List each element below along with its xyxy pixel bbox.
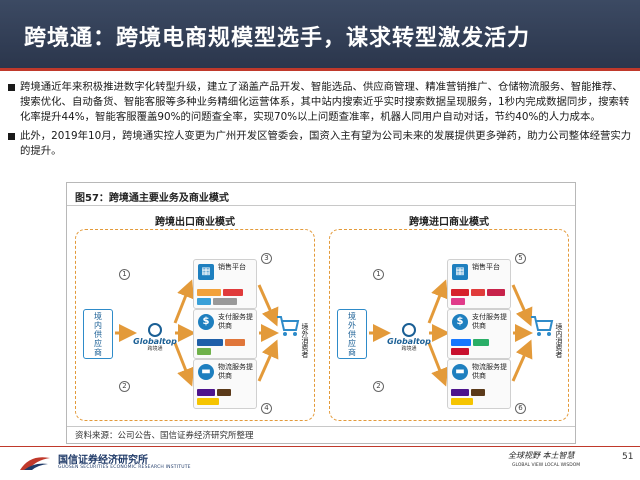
bullet-item-1: 跨境通近年来积极推进数字化转型升级，建立了涵盖产品开发、智能选品、供应商管理、精… <box>6 80 632 125</box>
globaltop-logo-icon <box>147 323 162 337</box>
bullet-square-icon <box>8 133 15 140</box>
footer-organization-en: GUOSEN SECURITIES ECONOMIC RESEARCH INST… <box>58 465 191 470</box>
bullet-item-2: 此外，2019年10月，跨境通实控人变更为广州开发区管委会，国资入主有望为公司未… <box>6 129 632 159</box>
brand-logo-paypal <box>197 339 223 346</box>
figure-source: 资料来源：公司公告、国信证券经济研究所整理 <box>75 431 254 441</box>
platform-brand-logos <box>451 289 507 305</box>
title-bar: 跨境通：跨境电商规模型选手，谋求转型激发活力 <box>0 0 640 68</box>
logistics-provider-card: ▬ 物流服务提供商 <box>447 359 511 409</box>
brand-logo-worldfirst <box>197 348 211 355</box>
diagram-export: 跨境出口商业模式 境内供应商 Globaltop 跨境通 ▦ 销售平台 <box>75 213 315 423</box>
brand-logo-tmall <box>451 289 469 296</box>
brand-logo-zaful <box>213 298 237 305</box>
globaltop-logo: Globaltop 跨境通 <box>131 323 179 352</box>
diagram-import-title: 跨境进口商业模式 <box>409 217 489 228</box>
brand-logo-wish <box>197 298 211 305</box>
bullet-text-1: 跨境通近年来积极推进数字化转型升级，建立了涵盖产品开发、智能选品、供应商管理、精… <box>20 81 630 123</box>
sales-platform-card: ▦ 销售平台 <box>193 259 257 309</box>
footer-slogan: 全球视野 本土智慧 <box>508 451 575 460</box>
flow-loop <box>329 229 569 421</box>
dollar-icon: $ <box>198 314 214 330</box>
brand-logo-wechat <box>473 339 489 346</box>
consumer-label: 境外消费者 <box>301 323 309 358</box>
step-number: 6 <box>515 403 526 414</box>
guosen-logo-icon <box>20 457 50 470</box>
footer-rule <box>0 446 640 447</box>
sales-platform-label: 销售平台 <box>472 263 500 271</box>
shopping-cart-icon <box>531 316 554 336</box>
figure-frame: 图57：跨境通主要业务及商业模式 跨境出口商业模式 境内供应商 Globalto… <box>66 182 576 444</box>
globaltop-logo: Globaltop 跨境通 <box>385 323 433 352</box>
brand-logo-payoneer <box>225 339 245 346</box>
step-number: 3 <box>261 253 272 264</box>
sales-platform-label: 销售平台 <box>218 263 246 271</box>
supplier-label: 境内供应商 <box>93 311 103 357</box>
footer-organization: 国信证券经济研究所 <box>58 455 148 466</box>
brand-logo-dhl <box>197 398 219 405</box>
truck-icon: ▬ <box>198 364 214 380</box>
title-underline <box>0 68 640 71</box>
bullet-square-icon <box>8 84 15 91</box>
shop-icon: ▦ <box>198 264 214 280</box>
brand-logo-dhl <box>451 398 473 405</box>
payment-provider-label: 支付服务提供商 <box>218 313 253 330</box>
payment-provider-label: 支付服务提供商 <box>472 313 507 330</box>
logistics-provider-label: 物流服务提供商 <box>472 363 507 380</box>
step-number: 5 <box>515 253 526 264</box>
payment-provider-card: $ 支付服务提供商 <box>447 309 511 359</box>
flow-arrows <box>369 279 533 387</box>
brand-logo-ebay <box>223 289 243 296</box>
payment-brand-logos <box>451 339 507 355</box>
flow-arrows <box>115 279 279 387</box>
supplier-box: 境外供应商 <box>337 309 367 359</box>
flow-loop <box>75 229 315 421</box>
supplier-label: 境外供应商 <box>347 311 357 357</box>
sales-platform-card: ▦ 销售平台 <box>447 259 511 309</box>
payment-provider-card: $ 支付服务提供商 <box>193 309 257 359</box>
footer-slogan-en: GLOBAL VIEW LOCAL WISDOM <box>512 463 581 468</box>
payment-brand-logos <box>197 339 253 355</box>
platform-brand-logos <box>197 289 253 305</box>
step-number: 2 <box>119 381 130 392</box>
page-title: 跨境通：跨境电商规模型选手，谋求转型激发活力 <box>24 25 531 51</box>
logistics-brand-logos <box>197 389 253 405</box>
page-number: 51 <box>622 452 634 462</box>
brand-logo-jd <box>471 289 485 296</box>
step-number: 1 <box>373 269 384 280</box>
diagram-import: 跨境进口商业模式 境外供应商 Globaltop 跨境通 ▦ 销售平台 <box>329 213 569 423</box>
shop-icon: ▦ <box>452 264 468 280</box>
brand-logo-vip <box>451 298 465 305</box>
supplier-box: 境内供应商 <box>83 309 113 359</box>
diagram-export-title: 跨境出口商业模式 <box>155 217 235 228</box>
bullet-list: 跨境通近年来积极推进数字化转型升级，建立了涵盖产品开发、智能选品、供应商管理、精… <box>6 80 632 163</box>
logistics-brand-logos <box>451 389 507 405</box>
brand-logo-fedex <box>451 389 469 396</box>
truck-icon: ▬ <box>452 364 468 380</box>
figure-divider <box>67 205 575 206</box>
logistics-provider-label: 物流服务提供商 <box>218 363 253 380</box>
figure-footer-divider <box>67 426 575 427</box>
brand-logo-ups <box>471 389 485 396</box>
brand-logo-kaola <box>487 289 505 296</box>
step-number: 4 <box>261 403 272 414</box>
step-number: 1 <box>119 269 130 280</box>
bullet-text-2: 此外，2019年10月，跨境通实控人变更为广州开发区管委会，国资入主有望为公司未… <box>20 130 632 157</box>
brand-logo-ups <box>217 389 231 396</box>
brand-logo-fedex <box>197 389 215 396</box>
shopping-cart-icon <box>277 316 300 336</box>
figure-title: 图57：跨境通主要业务及商业模式 <box>75 193 229 204</box>
dollar-icon: $ <box>452 314 468 330</box>
brand-logo-amazon <box>197 289 221 296</box>
consumer-label: 境内消费者 <box>555 323 563 358</box>
logistics-provider-card: ▬ 物流服务提供商 <box>193 359 257 409</box>
brand-logo-alipay <box>451 339 471 346</box>
step-number: 2 <box>373 381 384 392</box>
globaltop-logo-icon <box>401 323 416 337</box>
brand-logo-unionpay <box>451 348 469 355</box>
